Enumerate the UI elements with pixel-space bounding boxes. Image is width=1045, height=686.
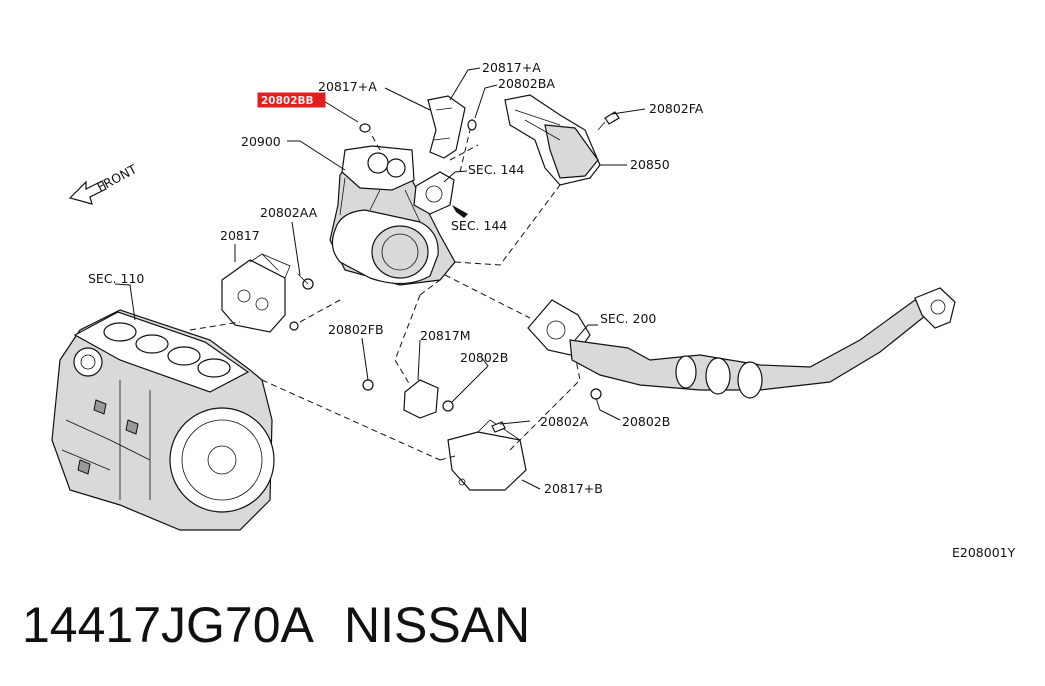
leader-lines	[114, 67, 646, 490]
callout-20802AA: 20802AA	[260, 205, 318, 220]
callout-20802A: 20802A	[540, 414, 589, 429]
engine-block	[51, 309, 275, 531]
callout-20802B-right: 20802B	[622, 414, 670, 429]
part-number: 14417JG70A	[22, 597, 314, 653]
callout-20802BA: 20802BA	[498, 76, 555, 91]
callout-20817A-top: 20817+A	[482, 60, 541, 75]
gasket	[413, 171, 455, 215]
callout-20802FA: 20802FA	[649, 101, 704, 116]
callout-20817B: 20817+B	[544, 481, 603, 496]
callout-sec200: SEC. 200	[600, 311, 656, 326]
callout-20802FB: 20802FB	[328, 322, 384, 337]
front-exhaust-tube	[527, 287, 956, 399]
brand-name: NISSAN	[344, 597, 531, 653]
callout-20802BB: 20802BB	[261, 95, 314, 107]
callout-20900: 20900	[241, 134, 281, 149]
fasteners	[289, 111, 620, 433]
callout-sec110: SEC. 110	[88, 271, 144, 286]
callout-sec144-upper: SEC. 144	[468, 162, 524, 177]
callout-20802B-mid: 20802B	[460, 350, 508, 365]
bracket-20817A	[427, 95, 466, 159]
callout-20802BB-highlight-box	[257, 92, 326, 108]
front-direction-arrow	[68, 180, 107, 205]
drawing-code: E208001Y	[952, 545, 1016, 560]
bracket-20817M	[403, 379, 439, 419]
callout-20817A-left: 20817+A	[318, 79, 377, 94]
manifold-catalyst	[329, 145, 456, 286]
assembly-lines	[189, 129, 581, 461]
callout-sec144-lower: SEC. 144	[451, 218, 507, 233]
front-label: FRONT	[94, 161, 139, 194]
bracket-20817	[221, 253, 291, 333]
callout-20817M: 20817M	[420, 328, 471, 343]
callout-20850: 20850	[630, 157, 670, 172]
bracket-20817B	[447, 419, 527, 491]
callout-20817: 20817	[220, 228, 260, 243]
sec144-arrow	[452, 205, 468, 218]
heat-insulator	[504, 94, 601, 186]
